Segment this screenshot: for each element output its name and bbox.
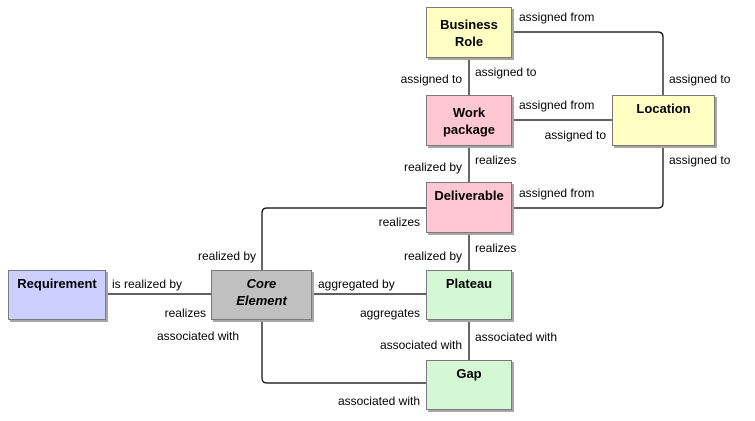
deliverable-label: Deliverable [434,188,504,203]
deliverable-node[interactable]: Deliverable [426,182,512,233]
connector-businessrole-location [512,31,664,95]
edge-label: realizes [164,306,206,320]
edge-label: realizes [475,153,517,167]
requirement-label: Requirement [17,276,97,291]
edge-label: assigned to [669,153,731,167]
work-package-label: Work package [442,104,496,137]
edge-label: associated with [379,338,462,352]
connector-deliverable-coreelement [261,207,426,270]
location-node[interactable]: Location [612,95,715,146]
edge-label: realized by [403,160,462,174]
edge-label: associated with [475,330,558,344]
edge-label: is realized by [112,277,183,291]
edge-label: realized by [403,249,462,263]
edge-label: associated with [337,394,420,408]
edge-label: realizes [475,241,517,255]
location-label: Location [636,101,691,116]
requirement-node[interactable]: Requirement [8,270,106,320]
plateau-node[interactable]: Plateau [426,270,512,320]
edge-label: realized by [197,249,256,263]
edge-label: assigned to [669,72,731,86]
edge-label: aggregated by [318,277,395,291]
work-package-node[interactable]: Work package [426,95,512,146]
edge-label: assigned from [519,10,595,24]
edge-label: assigned to [544,128,606,142]
edge-label: aggregates [359,306,420,320]
connector-location-deliverable [512,146,664,209]
business-role-label: Business Role [440,16,498,49]
core-element-label: Core Element [236,276,287,308]
edge-label: assigned from [519,186,595,200]
gap-label: Gap [456,366,482,381]
edge-label: assigned from [519,98,595,112]
core-element-node[interactable]: Core Element [211,270,312,320]
business-role-node[interactable]: Business Role [426,7,512,58]
edge-label: associated with [157,329,240,343]
edge-label: assigned to [475,65,537,79]
connector-coreelement-gap [261,320,426,384]
gap-node[interactable]: Gap [426,360,512,410]
plateau-label: Plateau [445,276,493,291]
edge-label: assigned to [400,72,462,86]
edge-label: realizes [378,215,420,229]
